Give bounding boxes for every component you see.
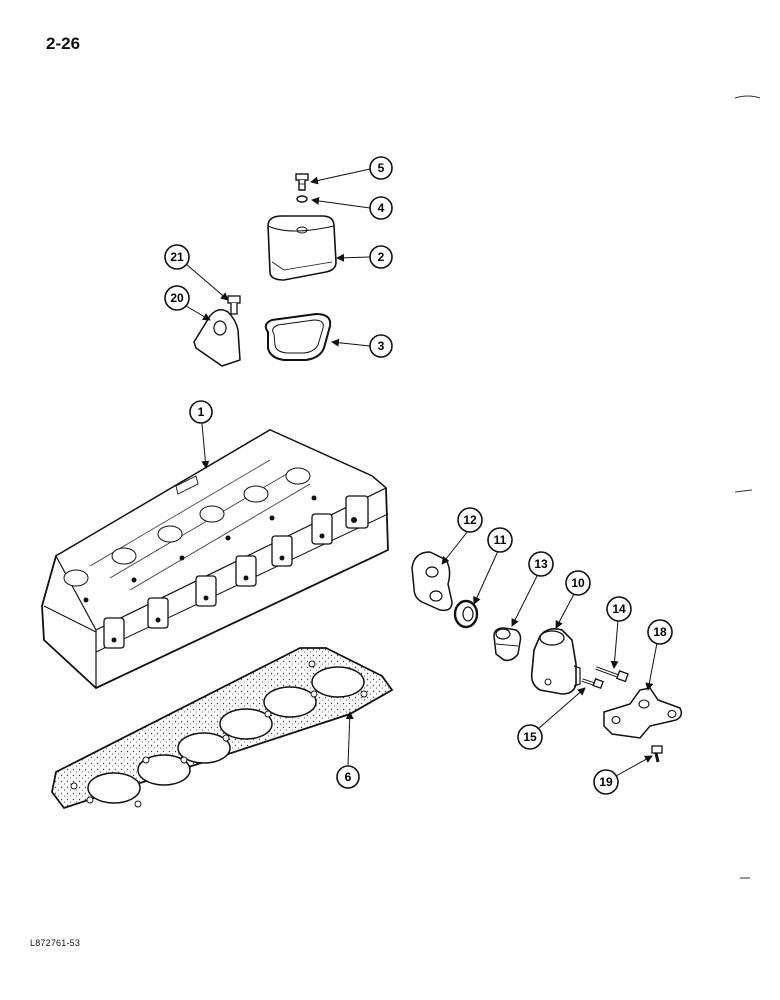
callout-12-label: 12 bbox=[463, 513, 477, 527]
callout-18: 18 bbox=[647, 619, 673, 645]
callout-14: 14 bbox=[606, 596, 632, 622]
callout-19-label: 19 bbox=[599, 775, 613, 789]
callout-20: 20 bbox=[164, 285, 190, 311]
callout-2: 2 bbox=[369, 245, 393, 269]
callout-2-label: 2 bbox=[378, 250, 385, 264]
callout-3-label: 3 bbox=[378, 339, 385, 353]
lifting-eye bbox=[193, 309, 241, 367]
callout-10: 10 bbox=[565, 570, 591, 596]
figure-code: L872761-53 bbox=[30, 938, 81, 948]
cover-bolt bbox=[295, 173, 309, 191]
callout-13: 13 bbox=[528, 551, 554, 577]
callout-5-label: 5 bbox=[378, 161, 385, 175]
short-bolt bbox=[581, 678, 604, 690]
cylinder-head bbox=[41, 428, 389, 690]
callout-15: 15 bbox=[517, 724, 543, 750]
head-gasket bbox=[51, 647, 394, 810]
callout-4: 4 bbox=[369, 196, 393, 220]
leader-arrows bbox=[185, 168, 658, 777]
callout-6: 6 bbox=[336, 765, 360, 789]
callout-11: 11 bbox=[487, 527, 513, 553]
callout-20-label: 20 bbox=[170, 291, 184, 305]
callout-21: 21 bbox=[164, 244, 190, 270]
housing-gasket bbox=[411, 551, 453, 612]
callout-12: 12 bbox=[457, 507, 483, 533]
seal bbox=[453, 599, 479, 629]
callout-21-label: 21 bbox=[170, 250, 184, 264]
callout-13-label: 13 bbox=[534, 557, 548, 571]
callout-1-label: 1 bbox=[198, 405, 205, 419]
o-ring bbox=[296, 195, 308, 203]
eye-bolt bbox=[227, 295, 241, 315]
callout-15-label: 15 bbox=[523, 730, 537, 744]
cover bbox=[267, 215, 337, 281]
callout-4-label: 4 bbox=[378, 201, 385, 215]
callout-19: 19 bbox=[593, 769, 619, 795]
cover-gasket bbox=[264, 312, 332, 361]
thermostat-housing bbox=[530, 628, 581, 695]
page-number: 2-26 bbox=[46, 34, 81, 53]
callout-3: 3 bbox=[369, 334, 393, 358]
callout-6-label: 6 bbox=[345, 770, 352, 784]
lifting-bracket bbox=[603, 687, 683, 739]
callout-14-label: 14 bbox=[612, 602, 626, 616]
callout-18-label: 18 bbox=[653, 625, 667, 639]
callout-11-label: 11 bbox=[494, 533, 507, 547]
thermostat bbox=[493, 627, 522, 662]
callout-1: 1 bbox=[189, 400, 213, 424]
long-bolt bbox=[595, 666, 629, 683]
callout-5: 5 bbox=[369, 156, 393, 180]
callout-10-label: 10 bbox=[571, 576, 585, 590]
bracket-bolt bbox=[651, 745, 663, 763]
